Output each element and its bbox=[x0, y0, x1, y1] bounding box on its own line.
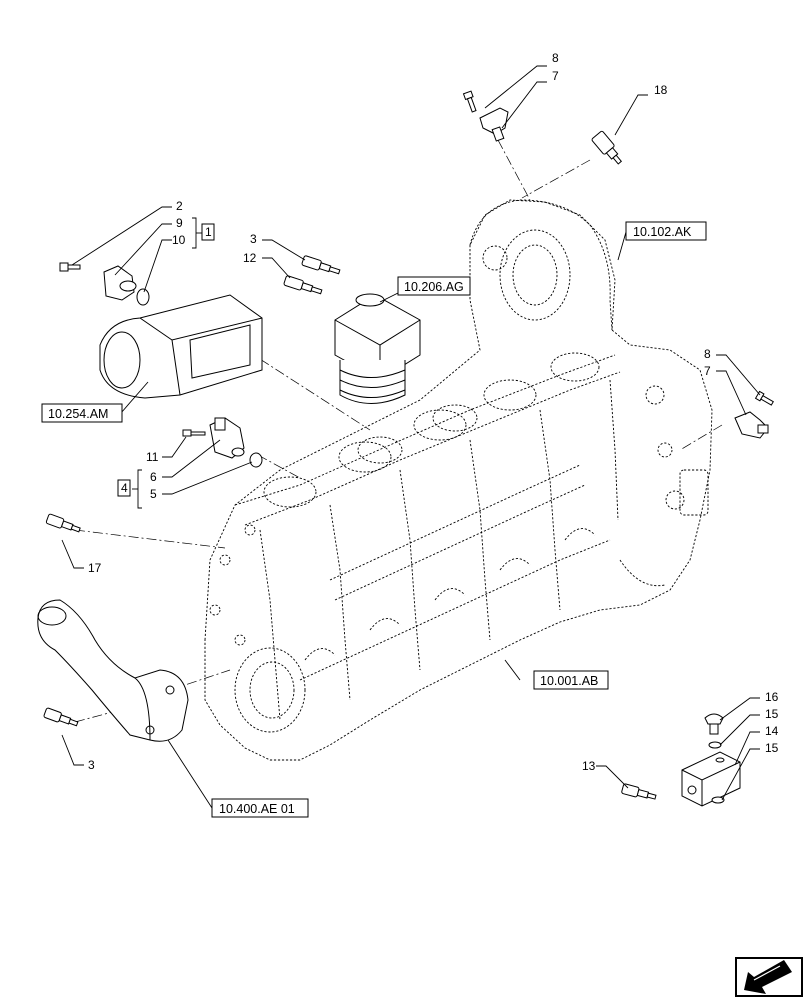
callout-10[interactable]: 10 bbox=[172, 233, 186, 247]
callout-4[interactable]: 4 bbox=[121, 481, 128, 495]
oil-filter-assembly bbox=[334, 293, 421, 404]
ref-label-10-102-ak: 10.102.AK bbox=[633, 225, 692, 239]
callout-4-box bbox=[117, 479, 131, 497]
callout-3-bottom[interactable]: 3 bbox=[88, 758, 95, 772]
temperature-sensor-18 bbox=[591, 130, 623, 165]
ref-label-10-400-ae-01: 10.400.AE 01 bbox=[219, 802, 295, 816]
next-page-arrow-icon[interactable] bbox=[735, 957, 803, 997]
leader-lines bbox=[61, 65, 761, 809]
callout-3-mid[interactable]: 3 bbox=[250, 232, 257, 246]
callout-8-top[interactable]: 8 bbox=[552, 51, 559, 65]
temperature-sensors-mid bbox=[283, 255, 341, 295]
callout-13[interactable]: 13 bbox=[582, 759, 596, 773]
alignment-lines bbox=[74, 139, 723, 723]
callout-5[interactable]: 5 bbox=[150, 487, 157, 501]
callout-15-a[interactable]: 15 bbox=[765, 707, 779, 721]
callout-2[interactable]: 2 bbox=[176, 199, 183, 213]
callout-7-right[interactable]: 7 bbox=[704, 364, 711, 378]
engine-block bbox=[204, 199, 713, 761]
pressure-sensor-mid bbox=[182, 417, 263, 468]
callout-12[interactable]: 12 bbox=[243, 251, 257, 265]
water-outlet-pipe bbox=[37, 599, 189, 742]
intake-elbow bbox=[99, 294, 263, 399]
adapter-block bbox=[621, 713, 741, 807]
callout-18[interactable]: 18 bbox=[654, 83, 668, 97]
callout-6[interactable]: 6 bbox=[150, 470, 157, 484]
callout-17[interactable]: 17 bbox=[88, 561, 102, 575]
ref-box-10-254-am[interactable]: 10.254.AM bbox=[41, 403, 123, 423]
callout-8-right[interactable]: 8 bbox=[704, 347, 711, 361]
speed-sensor-top bbox=[462, 90, 509, 142]
callout-9[interactable]: 9 bbox=[176, 216, 183, 230]
ref-box-10-206-ag[interactable]: 10.206.AG bbox=[397, 276, 471, 296]
callout-numbers: 8 7 18 2 9 10 1 3 12 8 7 11 6 5 4 17 3 1… bbox=[88, 51, 779, 773]
callout-1-box bbox=[201, 223, 215, 241]
callout-15-b[interactable]: 15 bbox=[765, 741, 779, 755]
callout-14[interactable]: 14 bbox=[765, 724, 779, 738]
callout-11[interactable]: 11 bbox=[146, 450, 159, 464]
callout-16[interactable]: 16 bbox=[765, 690, 779, 704]
callout-7-top[interactable]: 7 bbox=[552, 69, 559, 83]
ref-label-10-001-ab: 10.001.AB bbox=[540, 674, 598, 688]
callout-1[interactable]: 1 bbox=[205, 225, 212, 239]
ref-box-10-001-ab[interactable]: 10.001.AB bbox=[533, 670, 609, 690]
ref-box-10-102-ak[interactable]: 10.102.AK bbox=[625, 221, 707, 241]
ref-box-10-400-ae-01[interactable]: 10.400.AE 01 bbox=[211, 798, 309, 818]
temperature-sensor-bottom bbox=[43, 707, 79, 727]
ref-label-10-254-am: 10.254.AM bbox=[48, 407, 108, 421]
temperature-sensor-17 bbox=[45, 513, 81, 533]
speed-sensor-right bbox=[734, 390, 774, 439]
pressure-sensor-left bbox=[59, 262, 150, 306]
ref-label-10-206-ag: 10.206.AG bbox=[404, 280, 464, 294]
